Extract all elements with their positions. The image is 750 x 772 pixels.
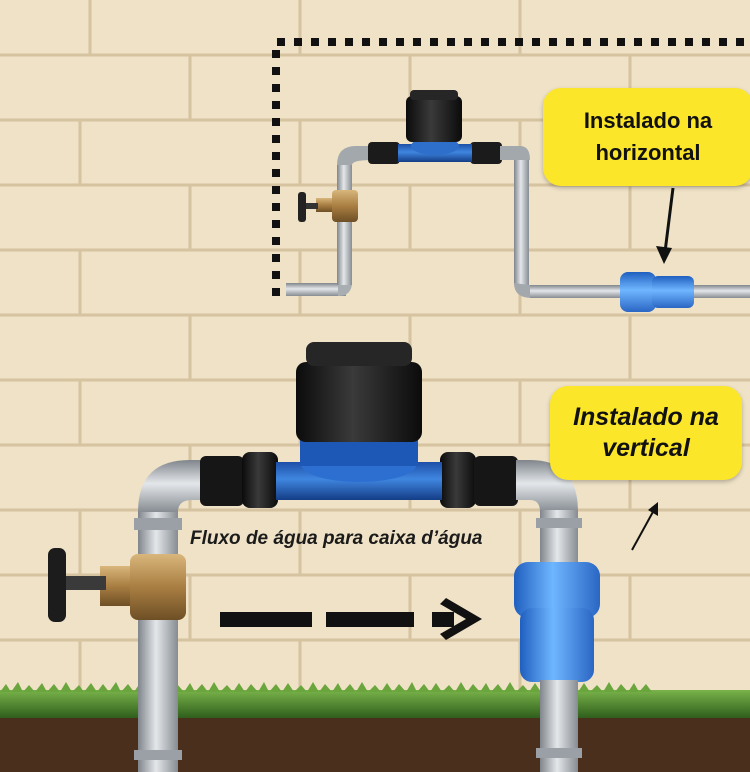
gate-valve-large [48, 548, 186, 622]
callout-vertical-line1: Instalado na [573, 403, 719, 431]
callout-horizontal-line2: horizontal [595, 140, 701, 165]
water-meter-large [276, 342, 442, 500]
water-meter-small [368, 90, 502, 164]
callout-vertical-line2: vertical [602, 434, 690, 462]
vertical-installation [48, 342, 658, 772]
callout-vertical: Instalado na vertical [550, 386, 742, 480]
check-valve-vertical [514, 562, 600, 682]
ground [0, 682, 750, 772]
flow-label: Fluxo de água para caixa d’água [190, 528, 483, 549]
gate-valve-small [298, 190, 358, 222]
flow-arrow [220, 598, 482, 640]
callout-horizontal: Instalado na horizontal [543, 88, 750, 186]
horizontal-installation [286, 90, 750, 312]
callout-horizontal-line1: Instalado na [583, 108, 713, 133]
check-valve-horizontal [620, 272, 694, 312]
